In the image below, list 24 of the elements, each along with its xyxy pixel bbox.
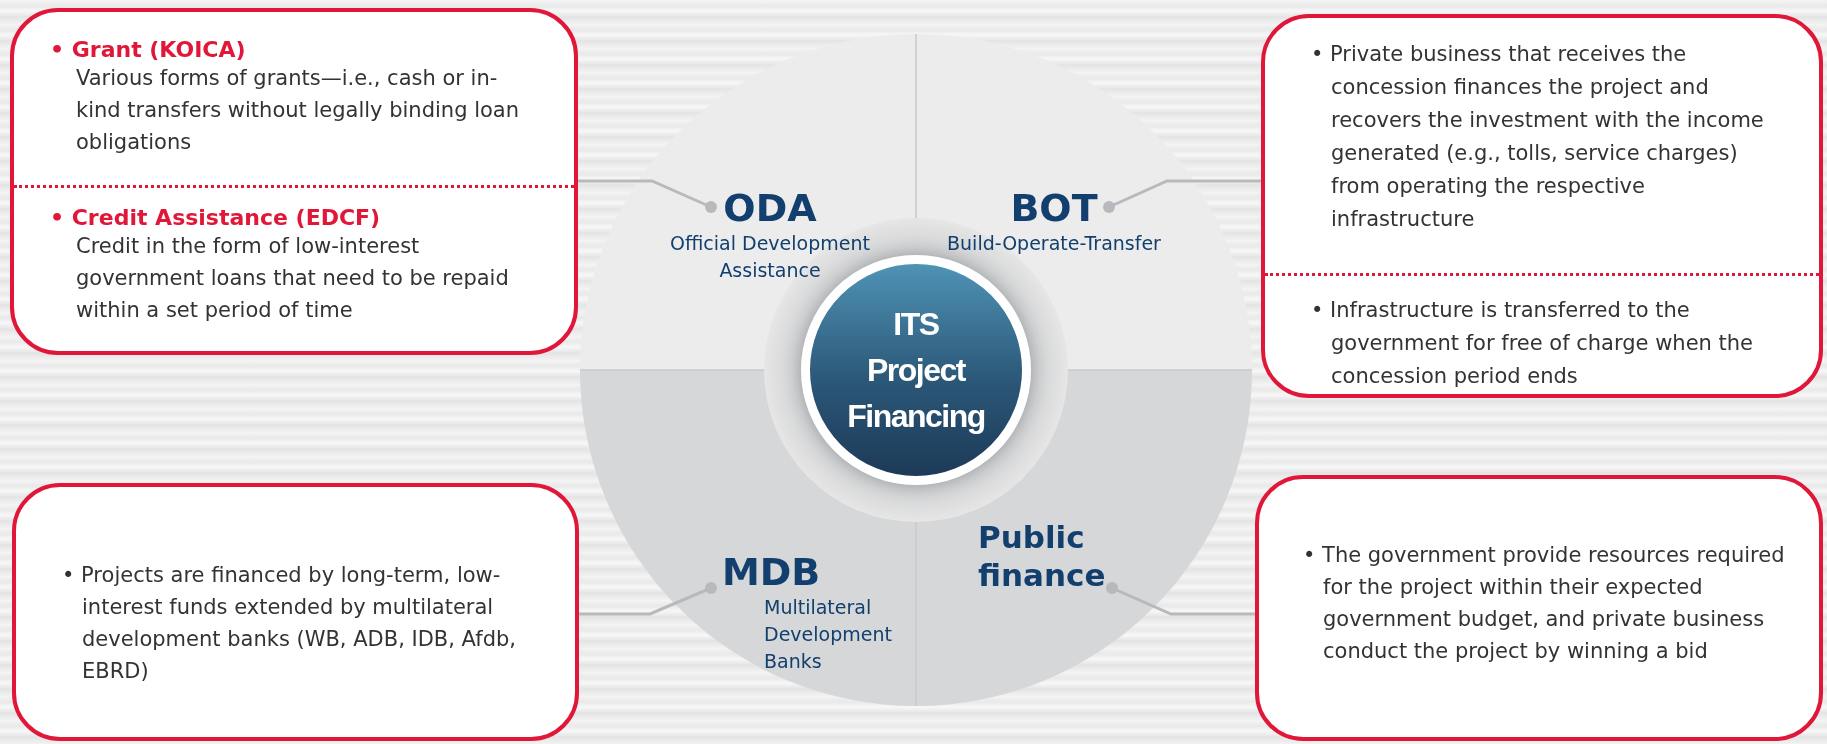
acronym-label: MDB bbox=[722, 550, 822, 594]
card-heading: • Credit Assistance (EDCF) bbox=[50, 204, 382, 232]
card-text: • The government provide resources required for the project within their expected government budget, and private business conduct the project by winning a bid bbox=[1303, 542, 1786, 665]
card-text: • Projects are financed by long-term, low-interest funds extended by multilateral development banks (WB, ADB, IDB, Afdb, EBRD) bbox=[62, 562, 517, 685]
info-card bbox=[10, 8, 578, 355]
subtitle-text: Build-Operate-Transfer bbox=[946, 231, 1162, 256]
card-heading: • Grant (KOICA) bbox=[50, 36, 247, 64]
card-text: • Infrastructure is transferred to the government for free of charge when the concession period ends bbox=[1311, 297, 1754, 390]
subtitle-text: Multilateral Development Banks bbox=[764, 595, 893, 674]
center-title: ITS Project Financing bbox=[846, 305, 986, 436]
info-card bbox=[1255, 475, 1823, 741]
card-text: • Private business that receives the concession finances the project and recovers the investment with the income generated (e.g., tolls, service charges) from operating the respective infrastructure bbox=[1311, 41, 1765, 233]
acronym-label: BOT bbox=[1009, 186, 1099, 230]
acronym-label: ODA bbox=[722, 186, 818, 230]
info-card bbox=[12, 483, 579, 741]
card-text: Credit in the form of low-interest government loans that need to be repaid within a set period of time bbox=[76, 233, 510, 324]
category-label: Public finance bbox=[978, 518, 1118, 594]
leader-line bbox=[579, 582, 717, 616]
info-card bbox=[1261, 14, 1823, 398]
card-text: Various forms of grants—i.e., cash or in-kind transfers without legally binding loan obligations bbox=[76, 65, 521, 156]
subtitle-text: Official Development Assistance bbox=[669, 231, 871, 283]
leader-line bbox=[1103, 179, 1261, 213]
leader-line bbox=[1106, 582, 1255, 616]
leader-line bbox=[578, 179, 717, 213]
